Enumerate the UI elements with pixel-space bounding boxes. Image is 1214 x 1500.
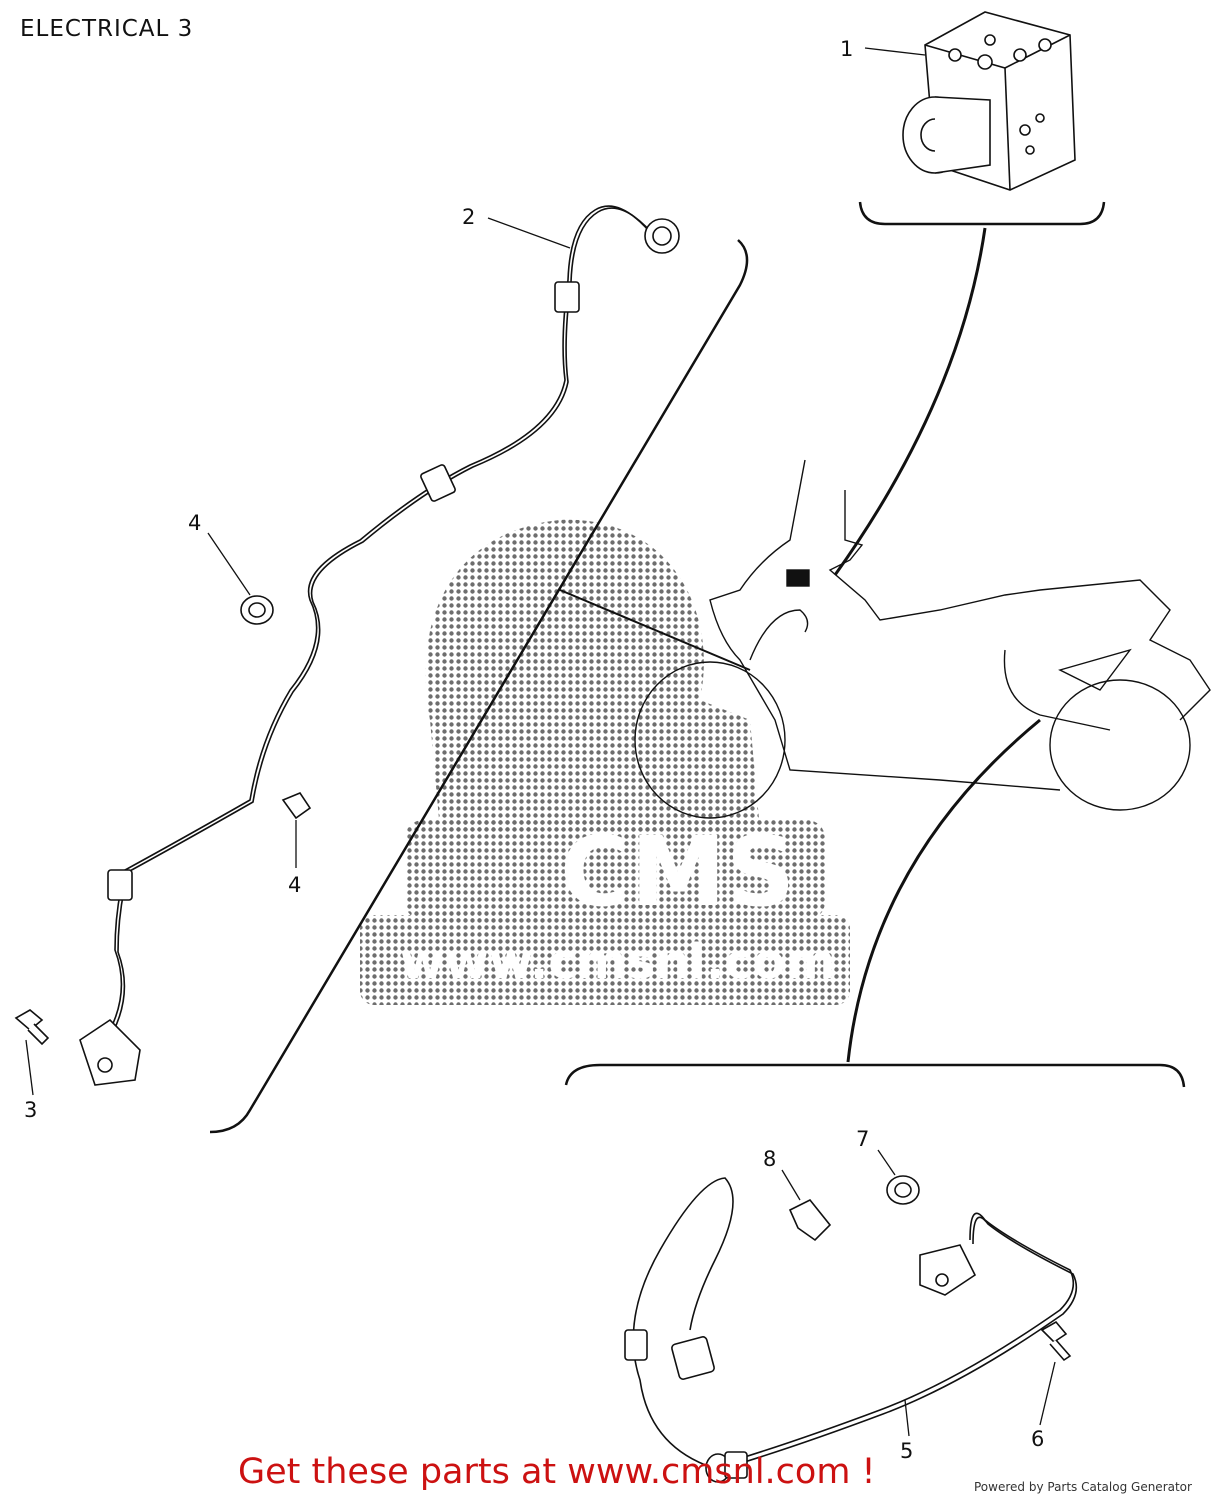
abs-hydraulic-unit <box>902 11 1076 191</box>
callout-1: 1 <box>840 37 853 61</box>
callout-3: 3 <box>24 1098 37 1122</box>
callout-leaders <box>25 47 1056 1437</box>
callout-6: 6 <box>1031 1427 1044 1451</box>
callout-4-upper: 4 <box>188 511 201 535</box>
clamp-upper <box>240 595 274 625</box>
cms-logo-url-text: www.cmsnl.com <box>400 934 836 990</box>
cms-watermark-logo: CMS www.cmsnl.com <box>360 519 850 1005</box>
clamp-rear <box>886 1175 920 1205</box>
page-title: ELECTRICAL 3 <box>20 16 194 42</box>
clamp-lower <box>281 792 312 820</box>
rear-wheel-sensor <box>919 1244 977 1296</box>
cms-logo-text: CMS <box>560 816 795 928</box>
rear-lead-parts <box>624 1329 748 1483</box>
front-lead-grommets <box>107 281 580 901</box>
callout-2: 2 <box>462 205 475 229</box>
front-wheel-sensor <box>79 1018 141 1086</box>
rear-sensor-leader-line <box>846 718 1041 1063</box>
rear-section-bracket <box>564 1063 1186 1088</box>
rear-wheel-sensor-lead <box>632 1177 1078 1471</box>
callout-8: 8 <box>763 1147 776 1171</box>
parts-link[interactable]: Get these parts at www.cmsnl.com ! <box>238 1452 876 1492</box>
hydraulic-unit-bracket <box>858 201 1106 226</box>
callout-5: 5 <box>900 1439 913 1463</box>
callout-7: 7 <box>856 1127 869 1151</box>
bolt-rear-sensor <box>1040 1320 1072 1362</box>
hydraulic-leader-line <box>833 227 987 576</box>
motorcycle-outline <box>634 459 1211 819</box>
holder-rear <box>788 1198 832 1242</box>
front-sensor-leader-line <box>559 589 751 671</box>
front-section-border <box>209 239 749 1134</box>
callout-4-lower: 4 <box>288 873 301 897</box>
powered-by-text: Powered by Parts Catalog Generator <box>974 1480 1192 1494</box>
front-lead-connector <box>644 218 680 254</box>
bolt-front-sensor <box>14 1009 50 1046</box>
